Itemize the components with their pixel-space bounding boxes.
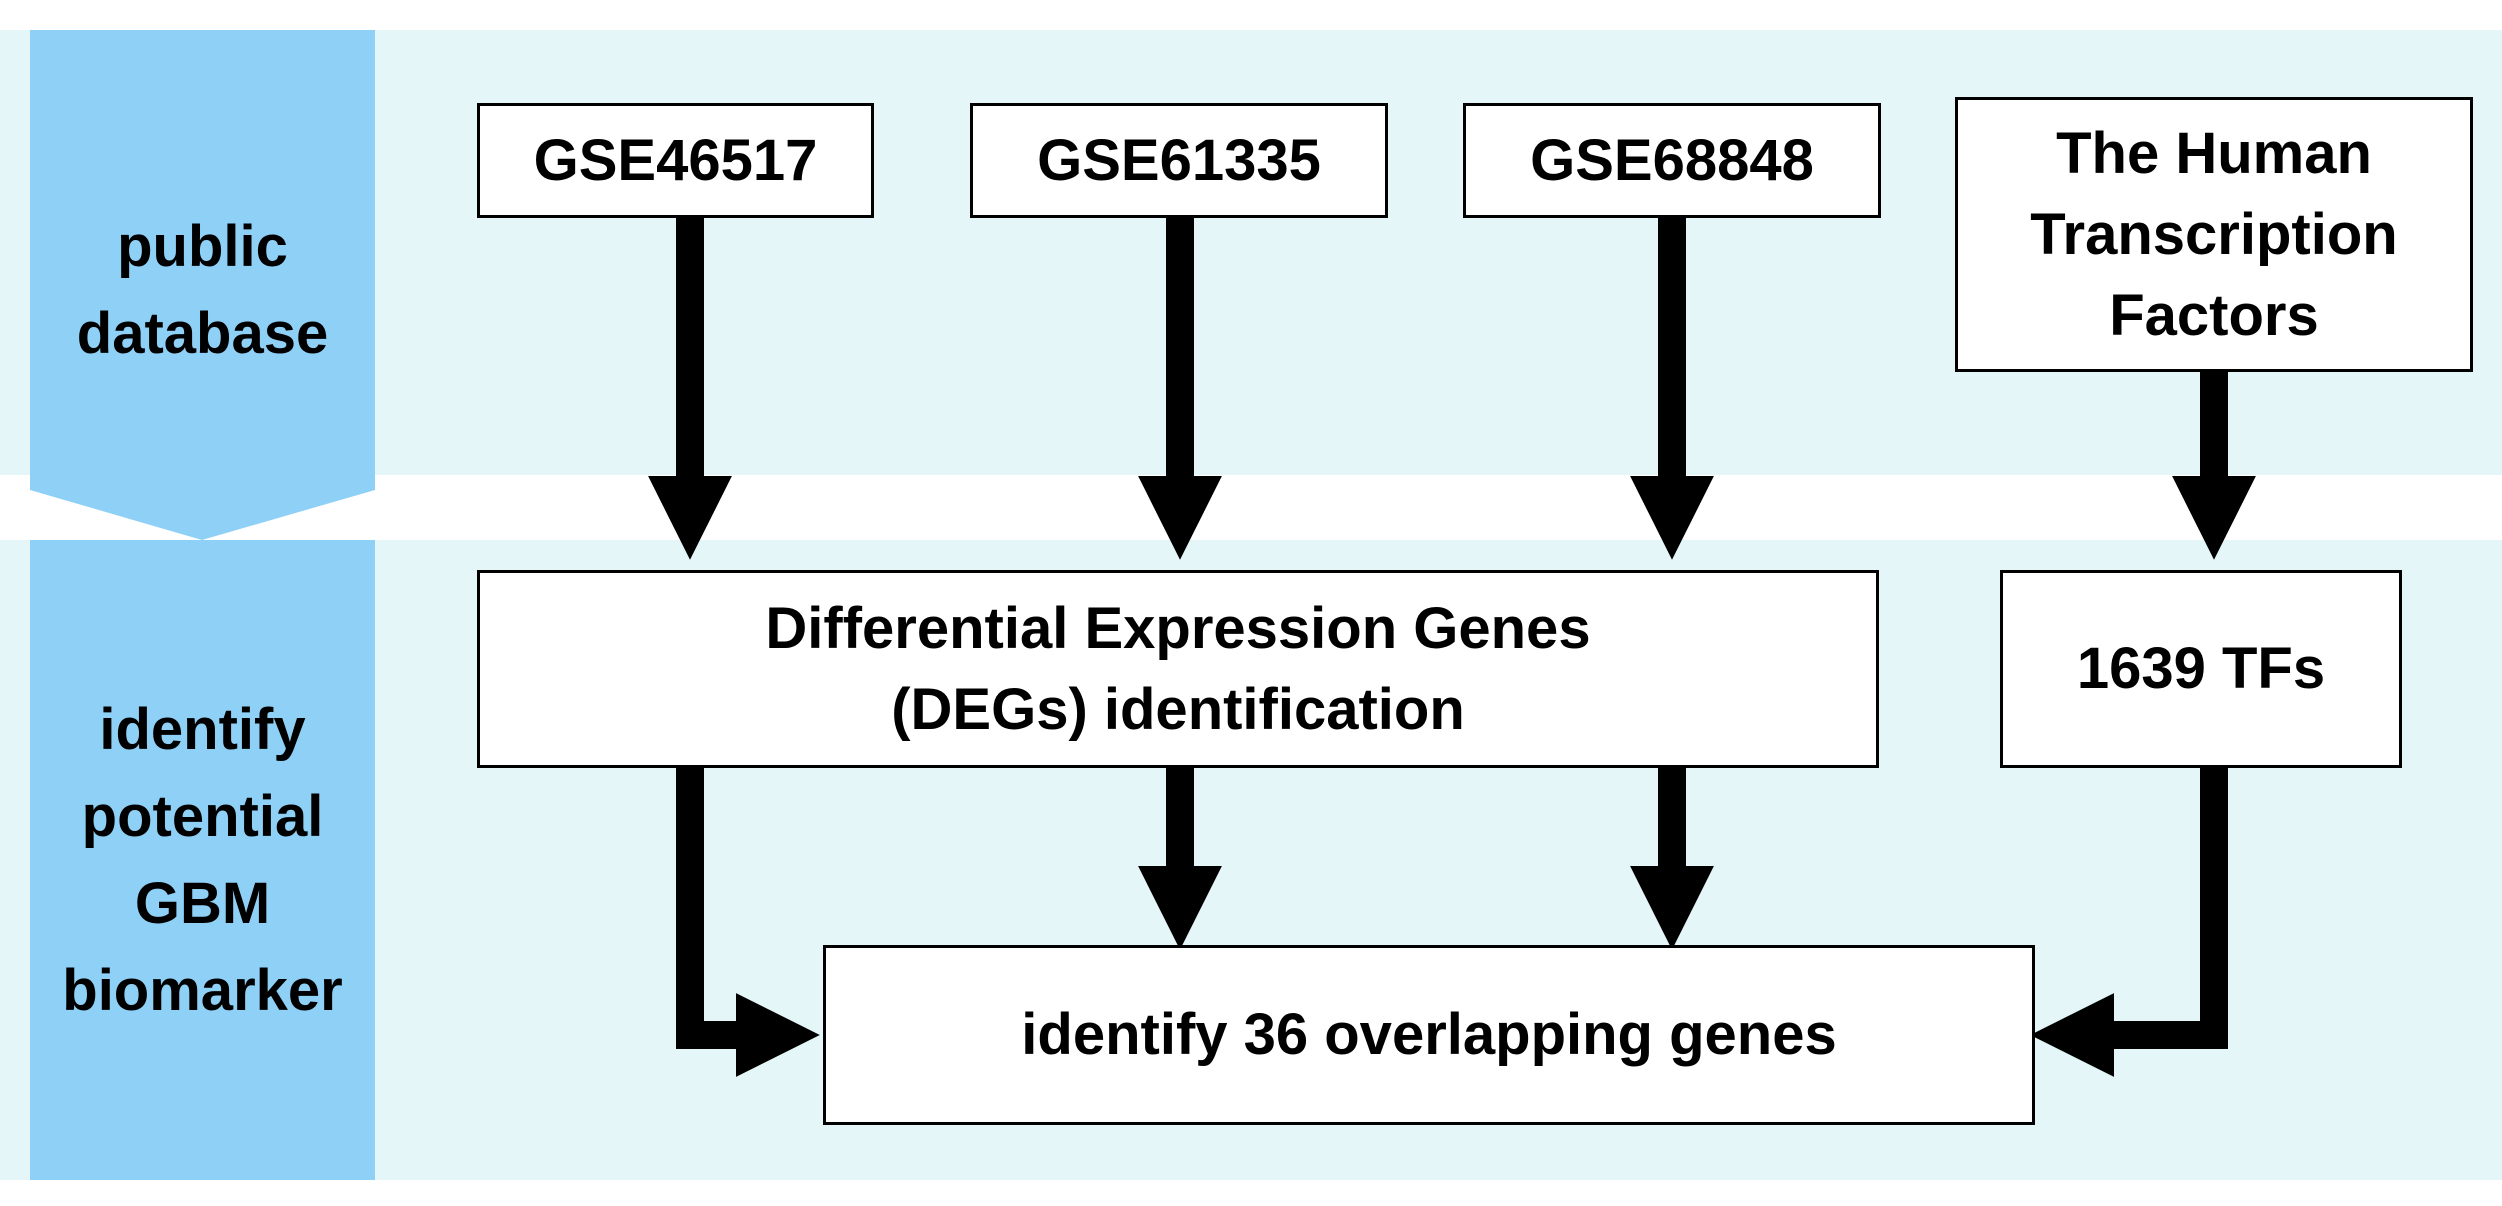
public-database-label: public database [76,214,329,366]
gse68848-box: GSE68848 [1463,103,1881,218]
identify-biomarker-label: identify potential GBM biomarker [62,697,343,1023]
side-panel-bottom [30,540,375,1180]
degs-identification-box: Differential Expression Genes (DEGs) ide… [477,570,1879,768]
human-tf-box: The Human Transcription Factors [1955,97,2473,372]
arrow-degs-left-to-overlap [676,768,820,1077]
gse61335-box: GSE61335 [970,103,1388,218]
gse46517-box: GSE46517 [477,103,874,218]
arrow-tfs-to-overlap [2030,768,2228,1077]
side-panel-top-arrow [30,30,375,540]
overlap-genes-box: identify 36 overlapping genes [823,945,2035,1125]
tfs-box: 1639 TFs [2000,570,2402,768]
